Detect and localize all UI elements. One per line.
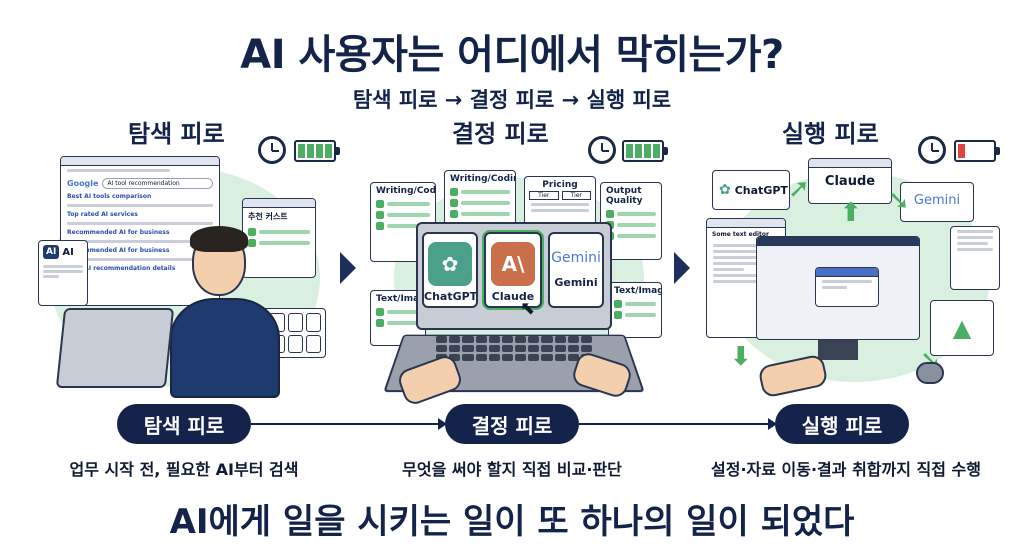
gemini-tile[interactable]: Gemini Gemini — [548, 232, 604, 308]
ai-card: AI AI — [38, 240, 88, 306]
panel-heading-decision: 결정 피로 — [452, 120, 549, 148]
search-result-title[interactable]: Best AI tools comparison — [67, 193, 152, 200]
decision-fatigue-illustration: Writing/Coding Writing/Coding Pricing Ti… — [364, 148, 664, 408]
browser-window: Google AI tool recommendation Best AI to… — [60, 156, 220, 306]
subtitle: 탐색 피로 → 결정 피로 → 실행 피로 — [352, 88, 672, 112]
search-input[interactable]: AI tool recommendation — [102, 178, 213, 189]
flow-connector — [579, 418, 777, 430]
monitor-window — [756, 236, 920, 340]
chatgpt-window[interactable]: ✿ ChatGPT — [712, 170, 790, 210]
card-label: Text/Image — [614, 286, 661, 296]
card-label: Output Quality — [606, 186, 643, 206]
gemini-logo-wordmark: Gemini — [551, 250, 601, 266]
caption-decision: 무엇을 써야 할지 직접 비교·판단 — [402, 460, 622, 479]
chatgpt-logo-icon: ✿ — [428, 242, 472, 286]
tool-name: Gemini — [913, 193, 961, 208]
search-fatigue-illustration: Google AI tool recommendation Best AI to… — [20, 148, 340, 400]
battery-full-icon — [622, 140, 668, 162]
card-label: Writing/Coding — [376, 186, 436, 196]
execution-fatigue-illustration: ✿ ChatGPT Claude Gemini Some text editor… — [700, 148, 1010, 400]
claude-logo-icon: A\ — [491, 242, 535, 286]
search-result-title[interactable]: Recommended AI for business — [67, 229, 170, 236]
claude-tile[interactable]: A\ Claude — [484, 232, 542, 308]
battery-full-icon — [294, 140, 340, 162]
hand — [757, 353, 829, 399]
mouse-cursor-icon: ⬉ — [520, 298, 536, 319]
laptop-icon — [55, 308, 175, 388]
pricing-tier: Tier — [529, 191, 559, 200]
transfer-arrow-icon: ⬇ — [730, 342, 752, 372]
recommend-list-label: 추천 커스트 — [248, 212, 288, 221]
transfer-arrow-icon: ⬆ — [840, 198, 862, 228]
person-hair — [190, 226, 248, 252]
conclusion-text: AI에게 일을 시키는 일이 또 하나의 일이 되었다 — [169, 502, 855, 542]
caption-search: 업무 시작 전, 필요한 AI부터 검색 — [69, 460, 299, 479]
card-label: Text/Image — [376, 294, 425, 304]
stage-pill-search: 탐색 피로 — [117, 404, 251, 444]
search-result-title[interactable]: Best AI recommendation details — [67, 265, 176, 272]
tool-name: ChatGPT — [734, 183, 788, 197]
tool-name: Gemini — [554, 276, 598, 289]
chatgpt-logo-icon: ✿ — [719, 182, 731, 198]
comparison-card: Text/Image — [608, 282, 662, 338]
clock-icon — [588, 136, 616, 164]
recommend-list-window: 추천 커스트 — [242, 198, 316, 278]
document-title: Some text editor — [712, 231, 769, 238]
caption-execution: 설정·자료 이동·결과 취합까지 직접 수행 — [711, 460, 981, 479]
clock-icon — [258, 136, 286, 164]
ai-card-label: AI — [62, 246, 74, 258]
transfer-arrow-icon: ➚ — [788, 174, 810, 204]
card-label: Writing/Coding — [450, 174, 515, 184]
mouse-icon — [916, 362, 944, 384]
chatgpt-tile[interactable]: ✿ ChatGPT — [422, 232, 478, 308]
image-icon: ▲ — [930, 300, 994, 356]
card-label: Pricing — [542, 180, 578, 190]
gemini-window[interactable]: Gemini — [900, 182, 974, 222]
tool-name: Claude — [491, 290, 535, 303]
clock-icon — [918, 136, 946, 164]
dialog-box — [815, 267, 879, 307]
keyboard-keys — [436, 336, 592, 361]
main-title: AI 사용자는 어디에서 막히는가? — [240, 32, 784, 78]
transfer-arrow-icon: ➘ — [888, 186, 910, 216]
ai-badge: AI — [43, 245, 60, 259]
file-card — [950, 226, 1000, 290]
pricing-tier: Tier — [561, 191, 591, 200]
claude-window[interactable]: Claude — [808, 158, 892, 204]
search-engine-logo: Google — [67, 179, 99, 188]
panel-heading-search: 탐색 피로 — [128, 120, 225, 148]
panel-heading-execution: 실행 피로 — [782, 120, 879, 148]
tool-name: Claude — [824, 174, 876, 189]
search-result-title[interactable]: Top rated AI services — [67, 211, 138, 218]
stage-pill-execution: 실행 피로 — [775, 404, 909, 444]
tool-name: ChatGPT — [424, 290, 478, 303]
person-body — [170, 298, 280, 398]
flow-connector — [251, 418, 447, 430]
next-arrow-icon — [674, 252, 690, 284]
battery-low-icon — [954, 140, 1000, 162]
next-arrow-icon — [340, 252, 356, 284]
stage-pill-decision: 결정 피로 — [445, 404, 579, 444]
monitor-stand — [818, 340, 858, 360]
search-result-title[interactable]: Recommended AI for business — [67, 247, 170, 254]
